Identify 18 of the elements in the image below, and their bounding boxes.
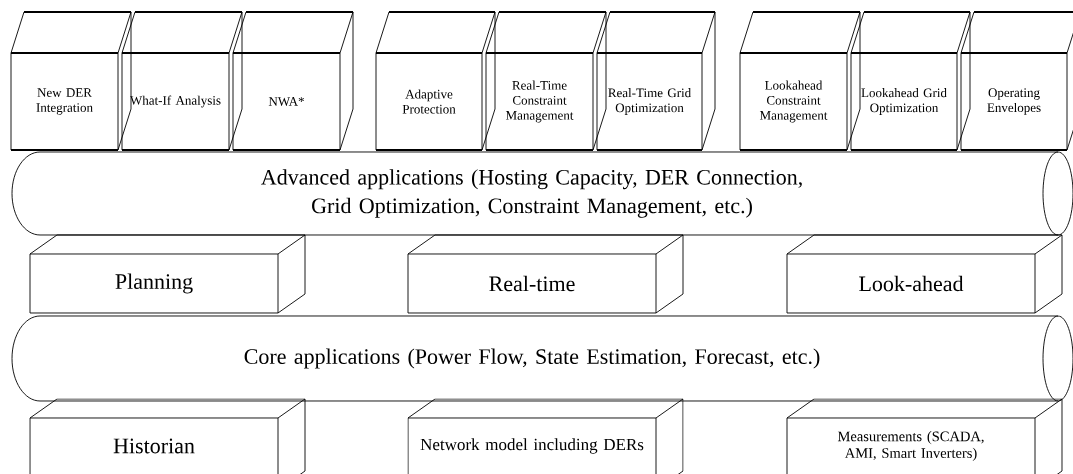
cube-box: Lookahead Grid Optimization [849, 10, 972, 152]
cube-box: Adaptive Protection [374, 10, 497, 152]
block-box: Look-ahead [786, 234, 1063, 314]
node-label: Core applications (Power Flow, State Estimation, Forecast, etc.) [244, 348, 820, 369]
cube-box: NWA* [231, 10, 355, 152]
block-box: Planning [29, 234, 306, 314]
cube-box: What-If Analysis [120, 10, 244, 152]
cube-box: Real-Time Constraint Management [484, 10, 608, 152]
block-box: Historian [29, 398, 306, 474]
cube-box: Lookahead Constraint Management [738, 10, 862, 152]
block-box: Measurements (SCADA, AMI, Smart Inverters) [786, 398, 1063, 474]
cube-box: Operating Envelopes [959, 10, 1073, 152]
cylinder-band: Core applications (Power Flow, State Estimation, Forecast, etc.) [11, 315, 1073, 402]
block-box: Network model including DERs [407, 398, 684, 474]
cylinder-band: Advanced applications (Hosting Capacity, DER Connection, Grid Optimization, Constraint Management, etc.) [11, 151, 1073, 236]
cube-box: Real-Time Grid Optimization [595, 10, 717, 152]
block-box: Real-time [407, 234, 684, 314]
node-label: Advanced applications (Hosting Capacity, DER Connection, Grid Optimization, Constraint Management, etc.) [261, 169, 802, 218]
